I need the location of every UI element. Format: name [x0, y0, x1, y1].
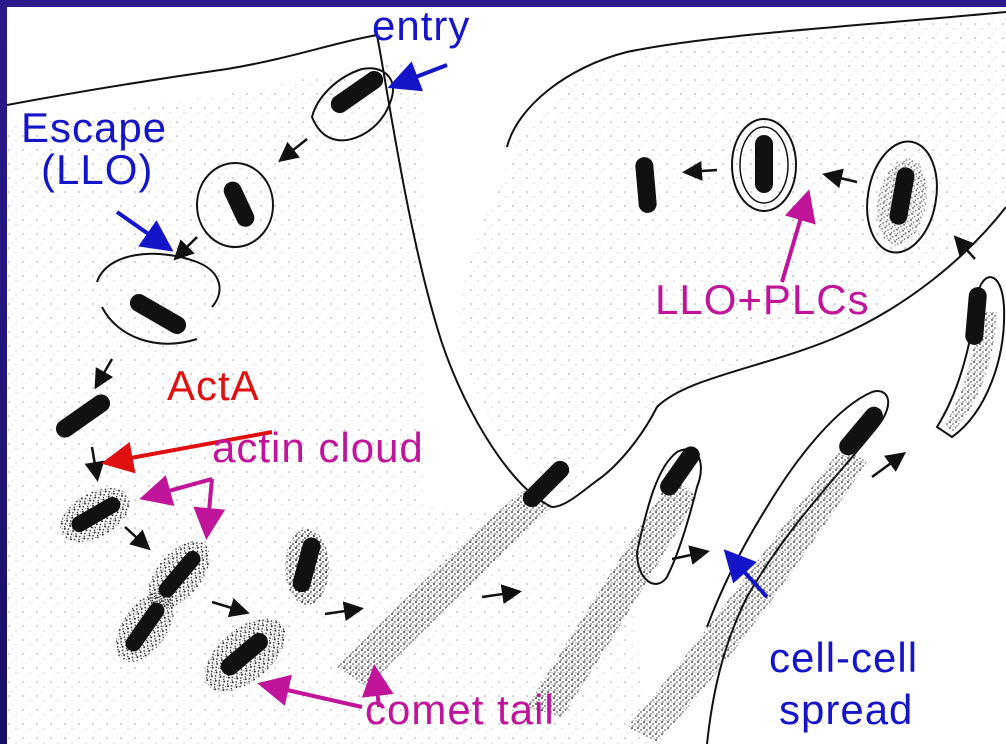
label-spread: spread — [779, 689, 913, 731]
label-entry: entry — [372, 7, 470, 47]
upper-cell-dots — [458, 15, 1006, 502]
label-escape-line1: Escape — [21, 107, 167, 149]
label-escape-line2: (LLO) — [41, 149, 153, 191]
label-llo-plcs: LLO+PLCs — [655, 279, 870, 321]
label-cell-cell: cell-cell — [769, 637, 918, 679]
illustration-panel: entry Escape (LLO) ActA actin cloud LLO+… — [7, 7, 1006, 744]
label-actin-cloud: actin cloud — [212, 427, 424, 469]
label-acta: ActA — [167, 365, 260, 407]
label-comet-tail: comet tail — [365, 689, 555, 731]
